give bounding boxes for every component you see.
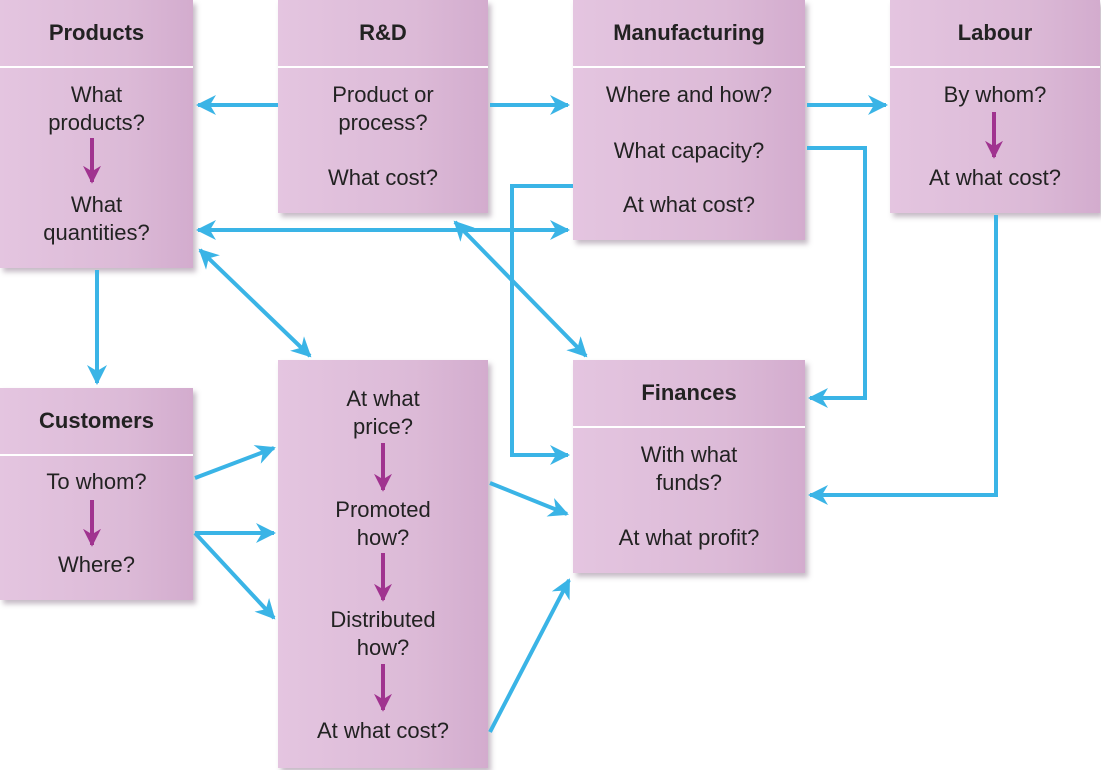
labour-question-2-line-1: At what cost? (928, 165, 1062, 190)
finances-title: Finances (573, 360, 805, 428)
arrow-products-marketing (198, 248, 312, 358)
rd-title: R&D (278, 0, 488, 68)
products-question-1-line-1: What (70, 82, 123, 107)
manufacturing-box: Manufacturing Where and how? What capaci… (573, 0, 805, 240)
rd-question-1-line-2: process? (338, 110, 428, 135)
marketing-question-1-line-1: At what (346, 386, 420, 411)
rd-question-2-line-1: What cost? (327, 165, 439, 190)
labour-question-1: By whom? (890, 81, 1100, 109)
products-question-2: What quantities? (0, 191, 193, 247)
manufacturing-title: Manufacturing (573, 0, 805, 68)
finances-question-1-line-2: funds? (655, 470, 723, 495)
customers-question-2: Where? (0, 551, 193, 579)
rd-question-2: What cost? (278, 164, 488, 192)
marketing-question-1: At what price? (278, 385, 488, 441)
products-box: Products What products? What quantities? (0, 0, 193, 268)
manufacturing-question-3-line-1: At what cost? (622, 192, 756, 217)
arrow-rd-finances (453, 220, 588, 358)
labour-question-1-line-1: By whom? (943, 82, 1047, 107)
arrow-marketing-to-finances (489, 481, 569, 517)
marketing-question-2: Promoted how? (278, 496, 488, 552)
manufacturing-question-2-line-1: What capacity? (613, 138, 765, 163)
products-question-2-line-1: What (70, 192, 123, 217)
rd-box: R&D Product or process? What cost? (278, 0, 488, 213)
customers-question-1: To whom? (0, 468, 193, 496)
marketing-question-3-line-2: how? (356, 635, 410, 660)
arrow-manufacturing-to-finances (510, 184, 573, 465)
rd-question-1-line-1: Product or (332, 82, 434, 107)
customers-box: Customers To whom? Where? (0, 388, 193, 600)
labour-question-2: At what cost? (890, 164, 1100, 192)
marketing-question-2-line-2: how? (356, 525, 410, 550)
arrow-marketing-cost-to-finances (488, 578, 571, 733)
labour-title: Labour (890, 0, 1100, 68)
products-question-2-line-2: quantities? (43, 220, 150, 245)
products-question-1: What products? (0, 81, 193, 137)
marketing-question-3: Distributed how? (278, 606, 488, 662)
marketing-question-3-line-1: Distributed (330, 607, 436, 632)
arrow-customers-to-distribution (193, 531, 276, 620)
manufacturing-question-2: What capacity? (573, 137, 805, 165)
customers-question-1-line-1: To whom? (46, 469, 147, 494)
rd-question-1: Product or process? (278, 81, 488, 137)
customers-title: Customers (0, 388, 193, 456)
finances-question-2: At what profit? (573, 524, 805, 552)
manufacturing-question-1: Where and how? (573, 81, 805, 109)
products-title: Products (0, 0, 193, 68)
arrow-customers-to-price (194, 445, 276, 480)
manufacturing-question-1-line-1: Where and how? (605, 82, 773, 107)
finances-question-1-line-1: With what (640, 442, 738, 467)
products-question-1-line-2: products? (48, 110, 145, 135)
marketing-question-4: At what cost? (278, 717, 488, 745)
marketing-question-2-line-1: Promoted (335, 497, 431, 522)
finances-box: Finances With what funds? At what profit… (573, 360, 805, 573)
customers-question-2-line-1: Where? (57, 552, 136, 577)
finances-question-1: With what funds? (573, 441, 805, 497)
marketing-question-1-line-2: price? (353, 414, 413, 439)
finances-question-2-line-1: At what profit? (618, 525, 760, 550)
arrow-labour-to-finances (808, 215, 998, 505)
marketing-question-4-line-1: At what cost? (316, 718, 450, 743)
labour-box: Labour By whom? At what cost? (890, 0, 1100, 213)
arrow-capacity-to-finances (807, 146, 867, 408)
manufacturing-question-3: At what cost? (573, 191, 805, 219)
